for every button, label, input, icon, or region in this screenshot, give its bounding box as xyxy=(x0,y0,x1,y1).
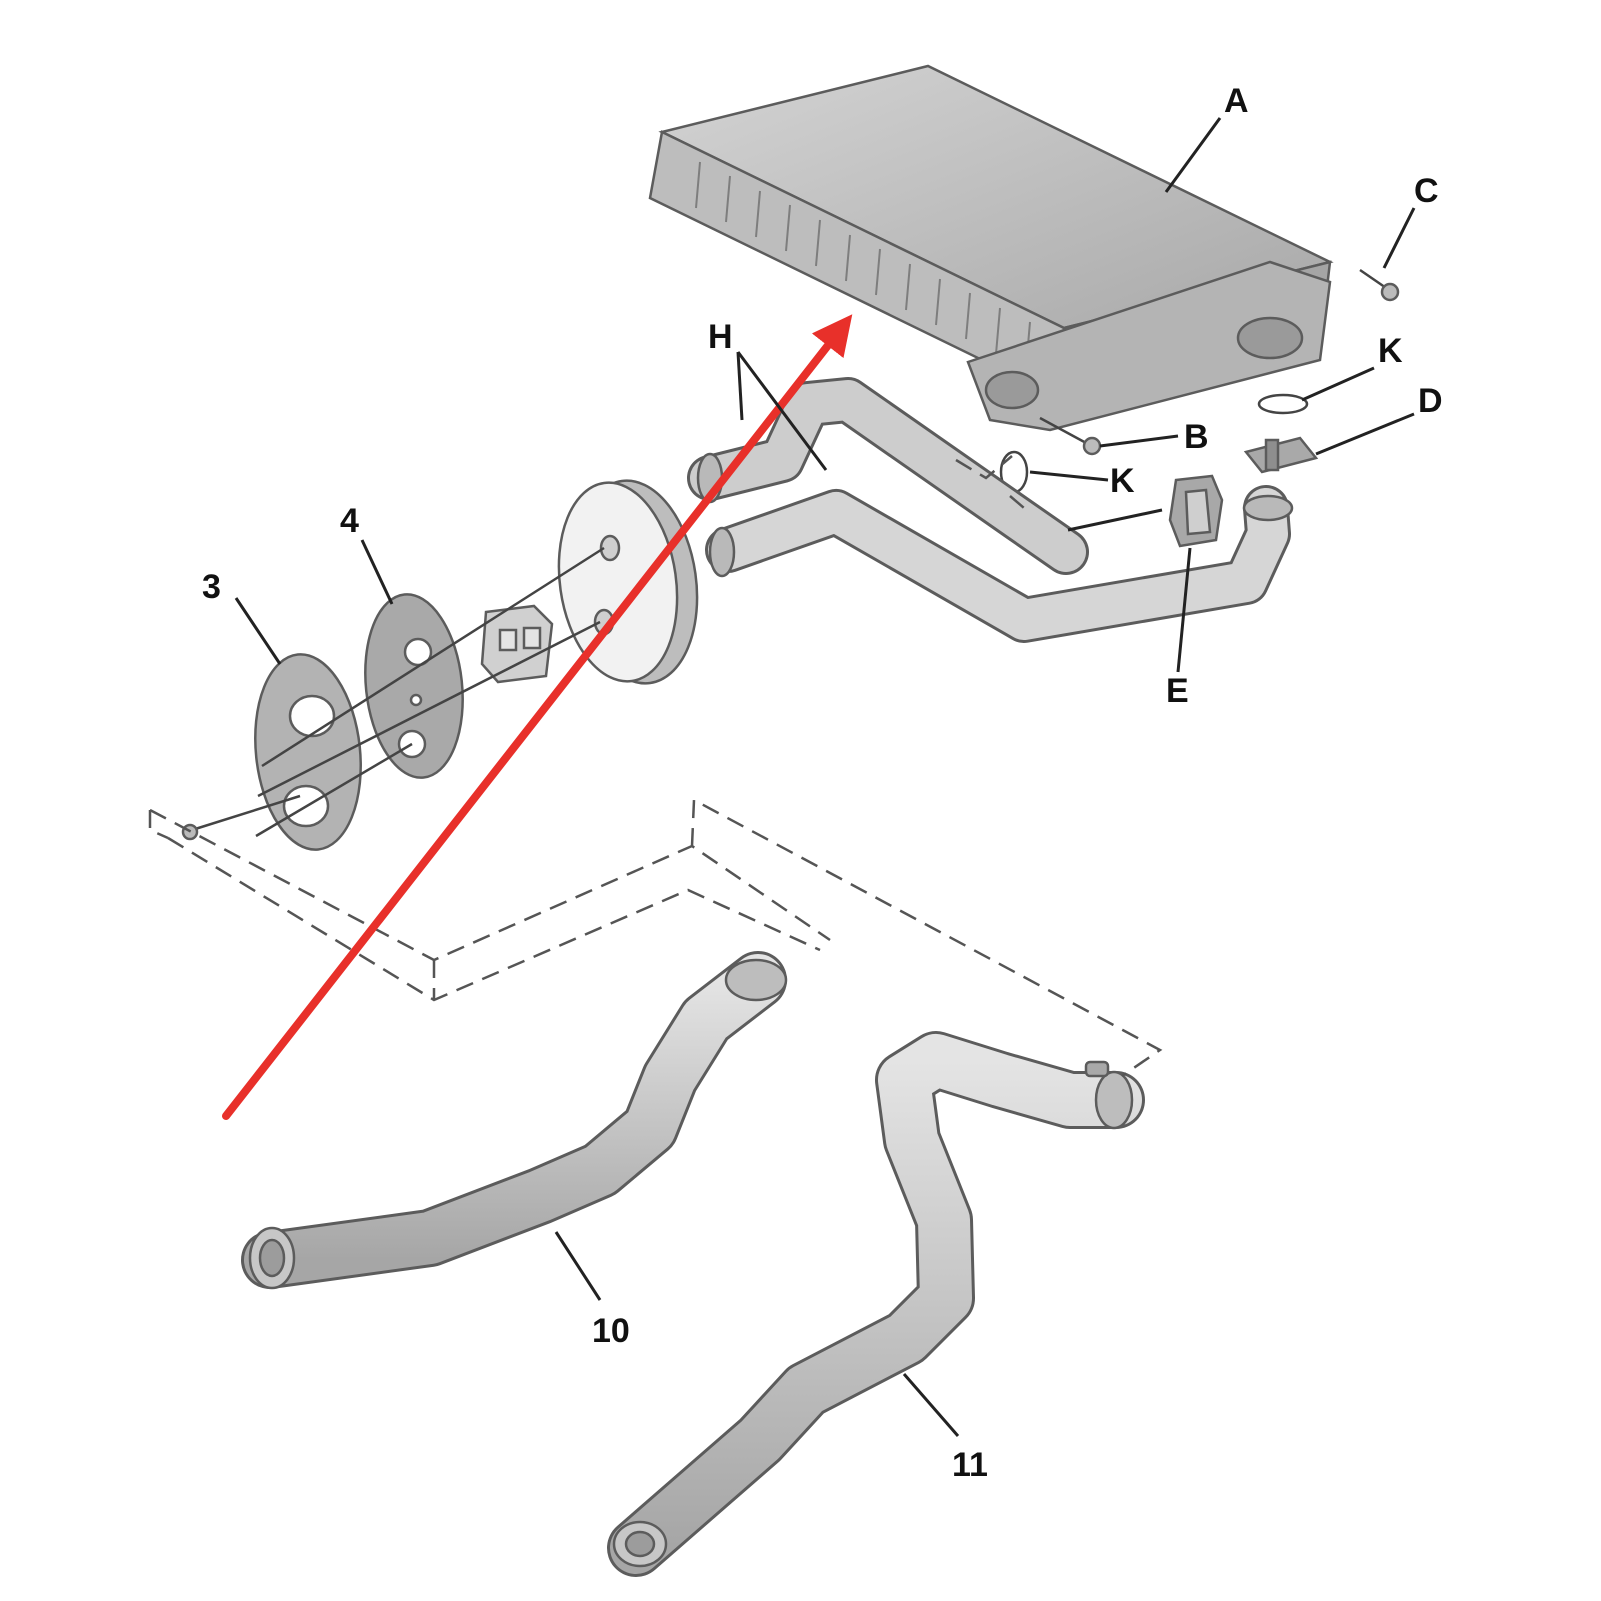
screw-c xyxy=(1359,268,1400,302)
radiator-outlet-port xyxy=(1236,316,1304,360)
leader-lines xyxy=(234,117,1416,1437)
callout-10: 10 xyxy=(592,1312,630,1350)
callout-3: 3 xyxy=(202,568,221,606)
callout-d: D xyxy=(1418,382,1443,420)
callout-labels: A C H K D B K E 3 4 10 11 xyxy=(202,82,1443,1484)
callout-b: B xyxy=(1184,418,1209,456)
callout-11: 11 xyxy=(952,1446,988,1484)
callout-e: E xyxy=(1166,672,1189,710)
dashed-assembly-outlines xyxy=(148,455,1163,1078)
radiator-end-tank xyxy=(966,260,1332,432)
o-ring-seal-right xyxy=(1257,393,1309,415)
hose-10 xyxy=(241,951,788,1290)
gasket-3 xyxy=(254,653,362,851)
radiator-inlet-port xyxy=(984,370,1040,410)
alignment-lines xyxy=(181,546,605,841)
pipe-connector-block xyxy=(480,604,554,684)
callout-a: A xyxy=(1224,82,1249,120)
heater-pipes-h xyxy=(687,377,1294,643)
callout-k-left: K xyxy=(1110,462,1135,500)
hose-11 xyxy=(607,1031,1145,1577)
pipe-clamp-e xyxy=(1168,474,1224,548)
callout-k-right: K xyxy=(1378,332,1403,370)
red-indicator-arrow xyxy=(222,314,853,1120)
heater-core-radiator xyxy=(648,64,1334,432)
bulkhead-grommet xyxy=(557,479,699,685)
callout-c: C xyxy=(1414,172,1439,210)
gasket-4 xyxy=(364,593,464,779)
callout-4: 4 xyxy=(340,502,359,540)
retaining-clip-d xyxy=(1243,436,1319,474)
callout-h: H xyxy=(708,318,733,356)
